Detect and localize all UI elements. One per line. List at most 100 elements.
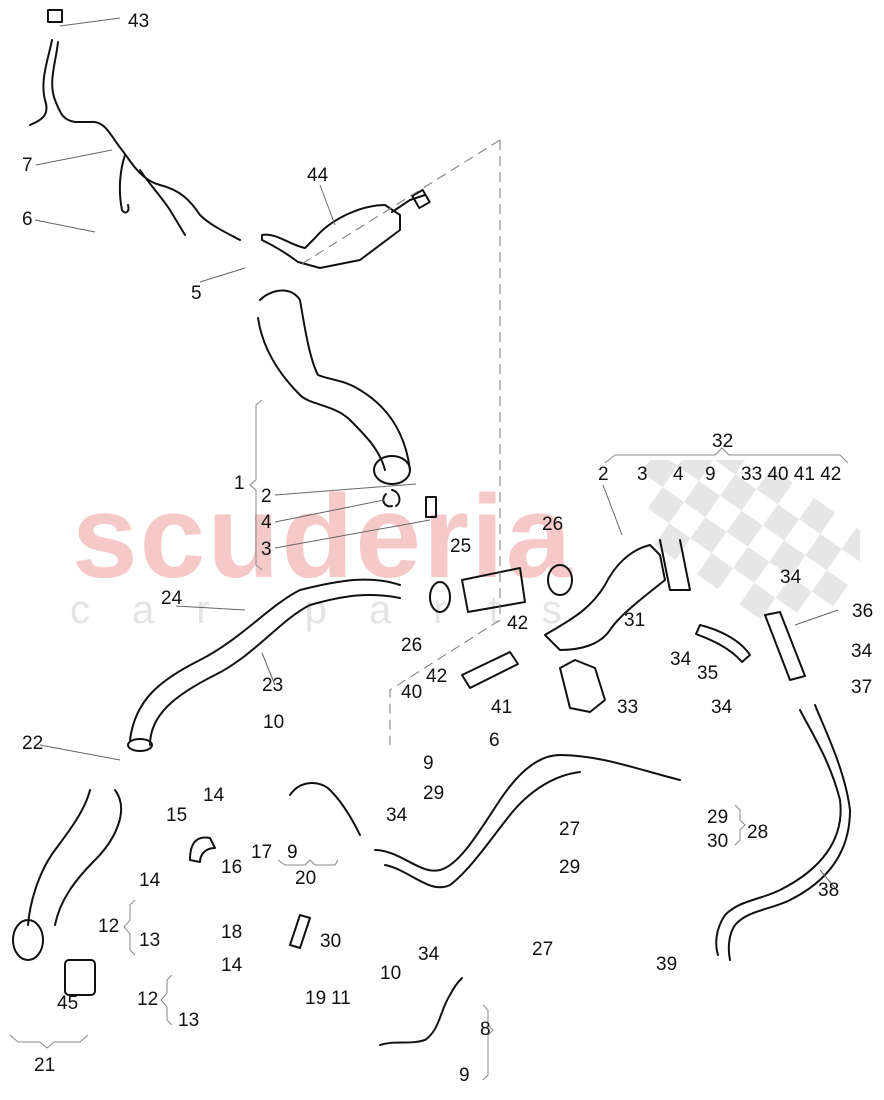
callout-c30b[interactable]: 30 — [320, 931, 342, 952]
callout-c34b[interactable]: 34 — [670, 649, 692, 670]
callout-c13a[interactable]: 13 — [139, 930, 161, 951]
lower-manifold — [374, 754, 681, 889]
callout-c12b[interactable]: 12 — [137, 989, 159, 1010]
callout-c12a[interactable]: 12 — [98, 916, 120, 937]
callout-c25[interactable]: 25 — [450, 536, 472, 557]
housing-32 — [544, 544, 666, 651]
callout-c4a[interactable]: 4 — [261, 512, 272, 533]
hose-36 — [764, 611, 806, 681]
checkered-flag-watermark — [641, 460, 860, 620]
callout-c34f[interactable]: 34 — [418, 944, 440, 965]
callout-c42b[interactable]: 42 — [426, 666, 448, 687]
housing-outlet — [659, 539, 691, 591]
callout-c38[interactable]: 38 — [818, 880, 840, 901]
sensor-cable-44 — [391, 194, 426, 213]
callout-c23[interactable]: 23 — [262, 675, 284, 696]
callout-c18[interactable]: 18 — [221, 922, 243, 943]
callout-c2a[interactable]: 2 — [261, 486, 272, 507]
connector-43 — [47, 9, 63, 23]
bracket-21 — [9, 1034, 89, 1049]
bracket-12a — [123, 899, 136, 956]
callout-c40[interactable]: 40 — [401, 682, 423, 703]
callout-c34a[interactable]: 34 — [780, 567, 802, 588]
callout-c13b[interactable]: 13 — [178, 1010, 200, 1031]
callout-c10a[interactable]: 10 — [263, 712, 285, 733]
callout-c45[interactable]: 45 — [57, 993, 79, 1014]
callout-c34d[interactable]: 34 — [711, 697, 733, 718]
callout-c7[interactable]: 7 — [22, 155, 33, 176]
callout-c21[interactable]: 21 — [34, 1055, 56, 1076]
callout-c9a[interactable]: 9 — [705, 464, 716, 485]
callout-c33[interactable]: 33 — [617, 697, 639, 718]
bracket-28 — [734, 804, 746, 846]
pipe-20 — [289, 782, 361, 836]
callout-c43[interactable]: 43 — [128, 11, 150, 32]
callout-c2b[interactable]: 2 — [598, 464, 609, 485]
callout-c20[interactable]: 20 — [295, 868, 317, 889]
callout-c33_40_41_42[interactable]: 33 40 41 42 — [741, 464, 842, 485]
bracket-32 — [604, 447, 849, 464]
callout-c19[interactable]: 19 — [305, 988, 327, 1009]
callout-c9b[interactable]: 9 — [423, 753, 434, 774]
bracket-20 — [277, 859, 339, 866]
callout-c26b[interactable]: 26 — [401, 635, 423, 656]
callout-c35[interactable]: 35 — [697, 663, 719, 684]
callout-c39[interactable]: 39 — [656, 954, 678, 975]
callout-c32[interactable]: 32 — [712, 431, 734, 452]
callout-c36[interactable]: 36 — [852, 601, 874, 622]
callout-c17[interactable]: 17 — [251, 842, 273, 863]
gasket-33 — [559, 659, 606, 713]
callout-c22[interactable]: 22 — [22, 733, 44, 754]
hose-41 — [461, 651, 519, 689]
callout-c27a[interactable]: 27 — [559, 819, 581, 840]
pipe-38 — [715, 704, 851, 961]
callout-c29c[interactable]: 29 — [559, 857, 581, 878]
clip-4 — [382, 489, 401, 508]
watermark-brand: scuderia — [72, 471, 574, 603]
callout-c37[interactable]: 37 — [851, 677, 873, 698]
hose-23 — [129, 578, 401, 746]
callout-c42a[interactable]: 42 — [507, 613, 529, 634]
callout-c10b[interactable]: 10 — [380, 963, 402, 984]
callout-c14c[interactable]: 14 — [221, 955, 243, 976]
callout-c34c[interactable]: 34 — [851, 641, 873, 662]
callout-c6a[interactable]: 6 — [22, 209, 33, 230]
reference-line-2 — [299, 139, 501, 266]
callout-c15[interactable]: 15 — [166, 805, 188, 826]
callout-c3a[interactable]: 3 — [261, 539, 272, 560]
main-pipe-1 — [257, 289, 411, 471]
callout-c14b[interactable]: 14 — [139, 870, 161, 891]
callout-c4b[interactable]: 4 — [673, 464, 684, 485]
callout-c5[interactable]: 5 — [191, 283, 202, 304]
callout-c24[interactable]: 24 — [161, 588, 183, 609]
bracket-8 — [482, 1004, 494, 1081]
callout-c44[interactable]: 44 — [307, 165, 329, 186]
callout-c41[interactable]: 41 — [491, 697, 513, 718]
callout-c11[interactable]: 11 — [331, 988, 351, 1009]
callout-c26a[interactable]: 26 — [542, 514, 564, 535]
hose-25 — [461, 567, 526, 613]
pipe-8 — [379, 977, 463, 1046]
callout-c6b[interactable]: 6 — [489, 730, 500, 751]
callout-c34e[interactable]: 34 — [386, 805, 408, 826]
callout-c1[interactable]: 1 — [234, 473, 245, 494]
callout-c14a[interactable]: 14 — [203, 785, 225, 806]
reference-line — [389, 140, 501, 745]
bracket-1 — [249, 399, 263, 571]
callout-c29b[interactable]: 29 — [707, 807, 729, 828]
hose-7 — [29, 39, 241, 241]
callout-c3b[interactable]: 3 — [637, 464, 648, 485]
pipe-21 — [27, 789, 123, 926]
heat-exchanger-44 — [261, 204, 401, 269]
callout-c8[interactable]: 8 — [480, 1019, 491, 1040]
callout-c27b[interactable]: 27 — [532, 939, 554, 960]
callout-c29a[interactable]: 29 — [423, 783, 445, 804]
callout-c16[interactable]: 16 — [221, 857, 243, 878]
callout-c9c[interactable]: 9 — [287, 842, 298, 863]
callout-c30a[interactable]: 30 — [707, 831, 729, 852]
callout-c31[interactable]: 31 — [624, 610, 646, 631]
callout-c9d[interactable]: 9 — [459, 1065, 470, 1086]
callout-c28[interactable]: 28 — [747, 822, 769, 843]
